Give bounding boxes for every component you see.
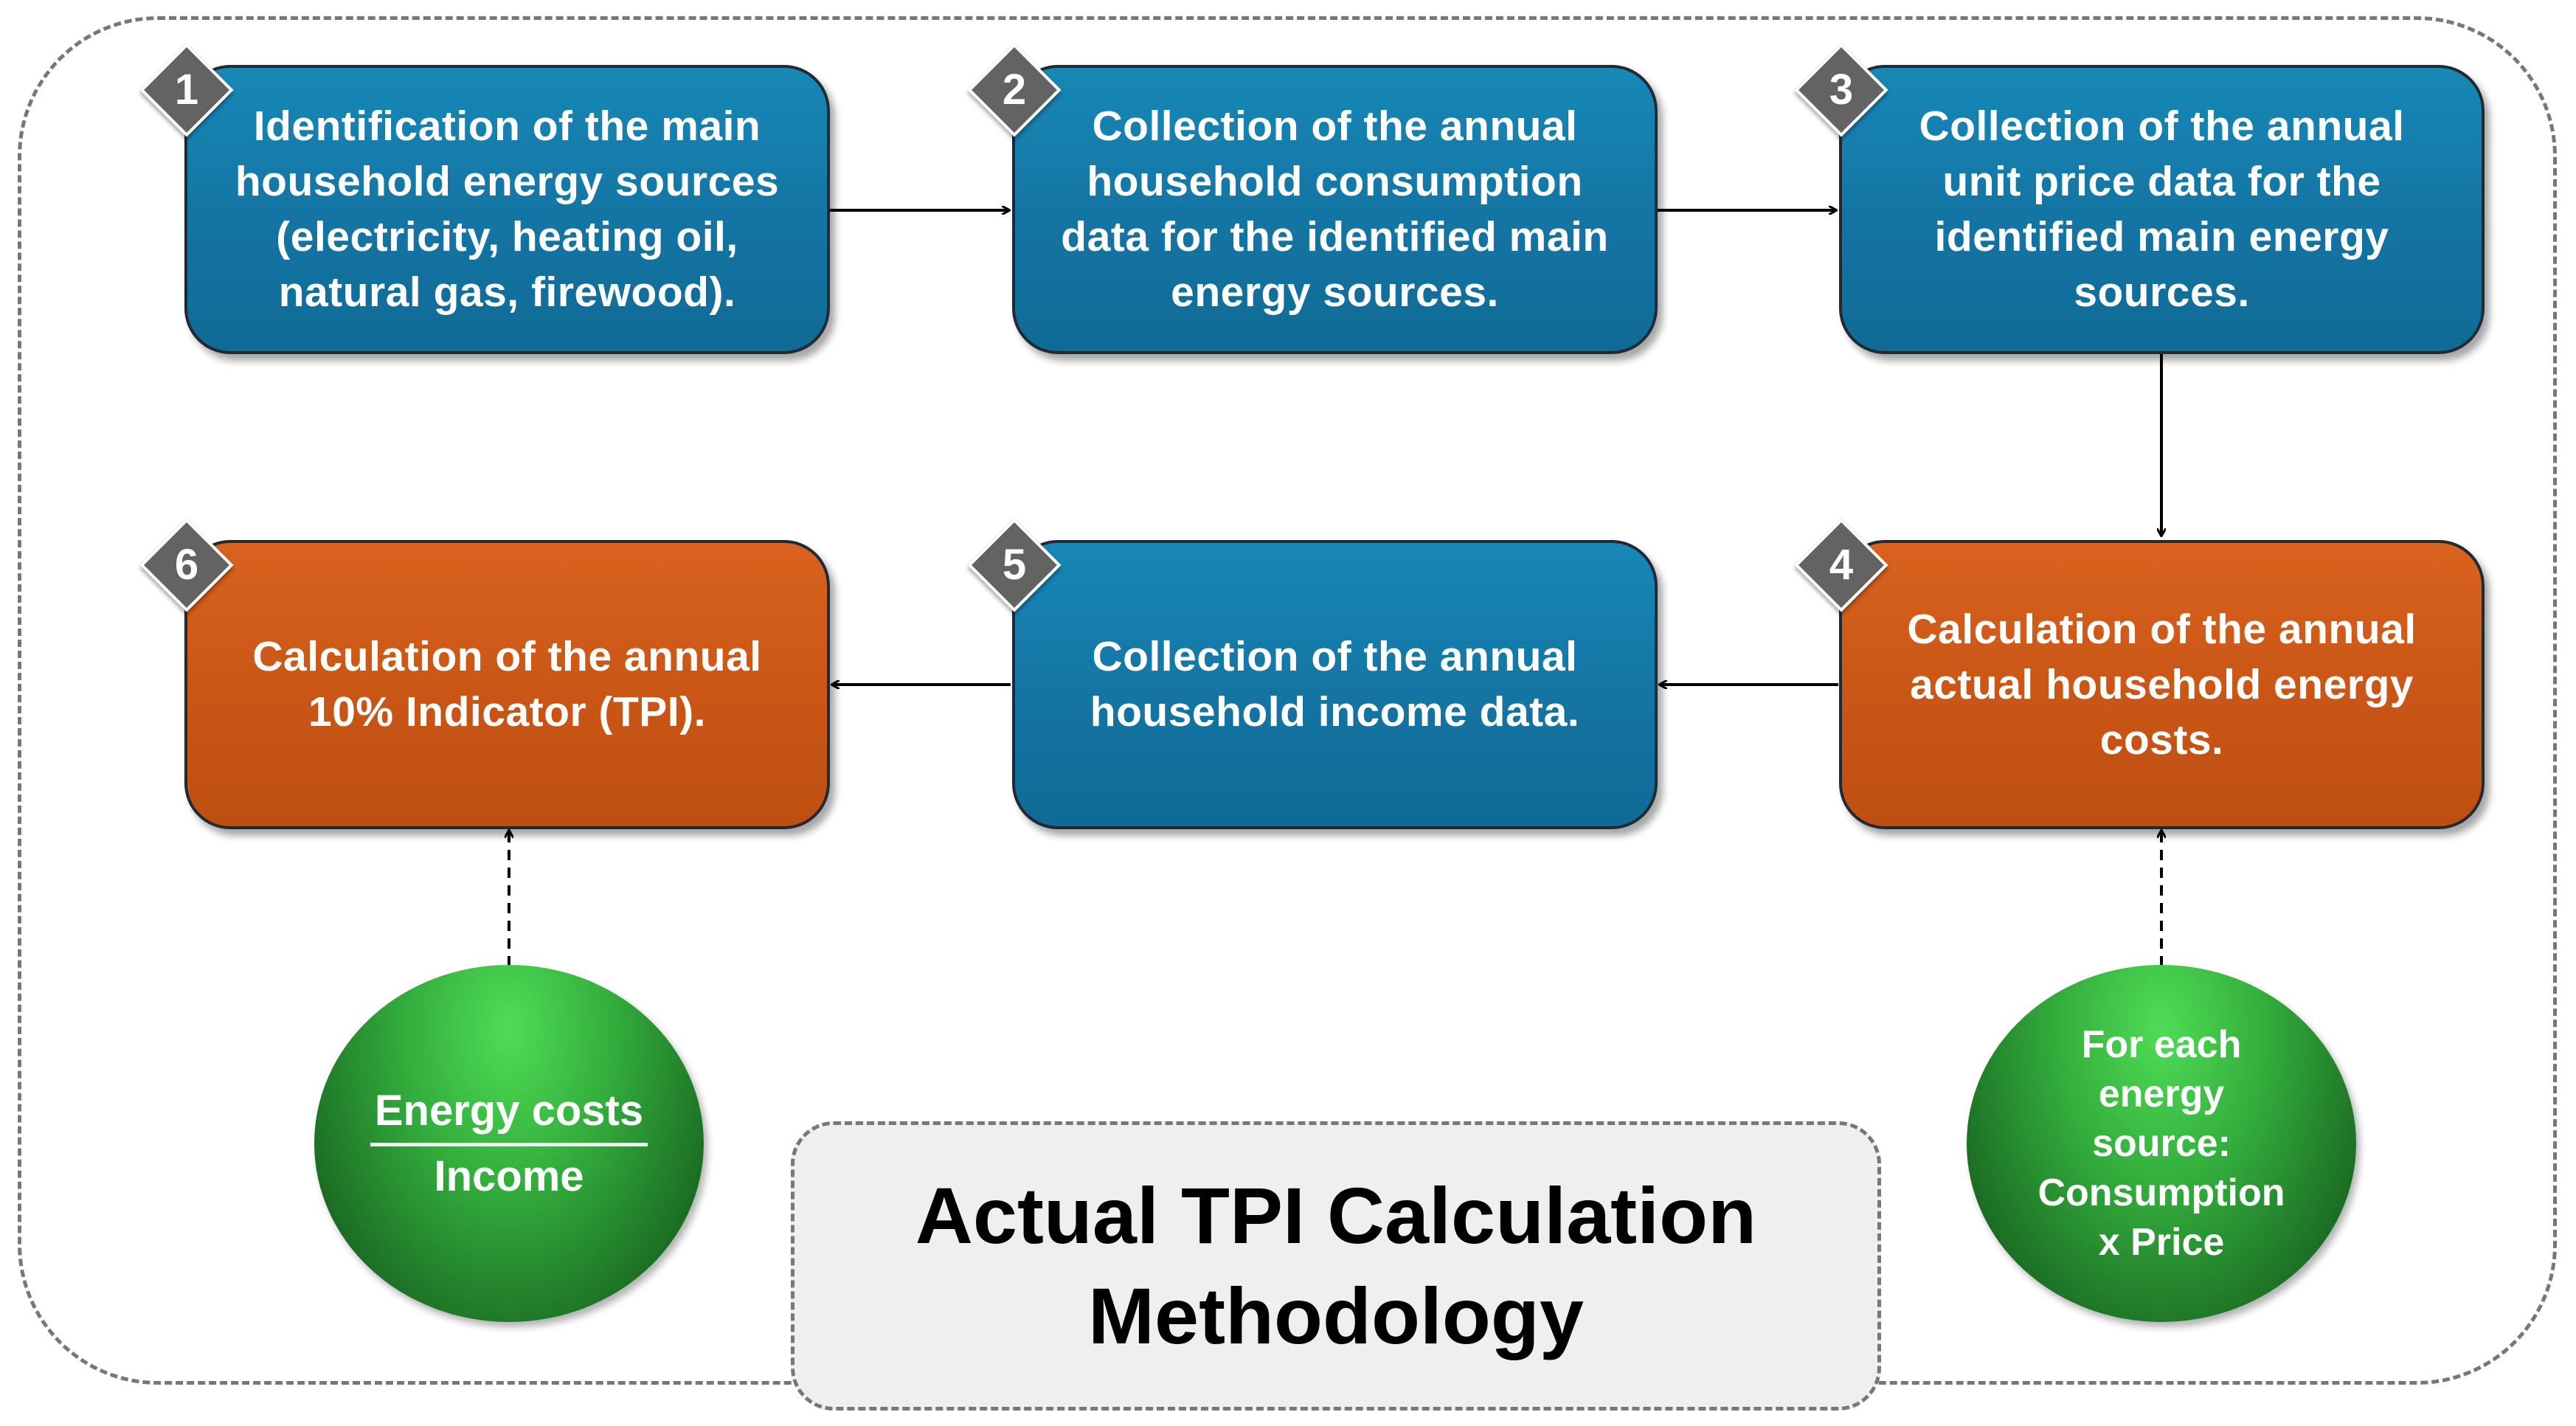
formula-consumption-text: For each energy source: Consumption x Pr…	[2037, 1022, 2285, 1264]
step-2-text: Collection of the annual household consu…	[1061, 103, 1609, 316]
step-5-text: Collection of the annual household incom…	[1090, 633, 1580, 736]
formula-consumption-x-price: For each energy source: Consumption x Pr…	[1967, 965, 2356, 1322]
step-3-box: Collection of the annual unit price data…	[1839, 65, 2485, 354]
step-4-text: Calculation of the annual actual househo…	[1907, 605, 2417, 764]
diagram-title: Actual TPI Calculation Methodology	[915, 1171, 1757, 1360]
step-5-box: Collection of the annual household incom…	[1012, 540, 1658, 829]
step-6-number: 6	[174, 541, 199, 589]
step-4-box: Calculation of the annual actual househo…	[1839, 540, 2485, 829]
step-3-number: 3	[1829, 66, 1854, 114]
step-4-number: 4	[1829, 541, 1854, 589]
step-1-number: 1	[174, 66, 199, 114]
step-3-text: Collection of the annual unit price data…	[1919, 103, 2405, 316]
step-1-box: Identification of the main household ene…	[184, 65, 830, 354]
formula-numerator: Energy costs	[370, 1085, 648, 1146]
step-6-text: Calculation of the annual 10% Indicator …	[252, 633, 762, 736]
step-1-text: Identification of the main household ene…	[235, 103, 780, 316]
formula-denominator: Income	[434, 1152, 584, 1200]
step-2-number: 2	[1002, 66, 1027, 114]
step-2-box: Collection of the annual household consu…	[1012, 65, 1658, 354]
formula-energy-costs-over-income: Energy costs Income	[314, 965, 704, 1322]
title-box: Actual TPI Calculation Methodology	[791, 1121, 1881, 1411]
step-5-number: 5	[1002, 541, 1027, 589]
step-6-box: Calculation of the annual 10% Indicator …	[184, 540, 830, 829]
